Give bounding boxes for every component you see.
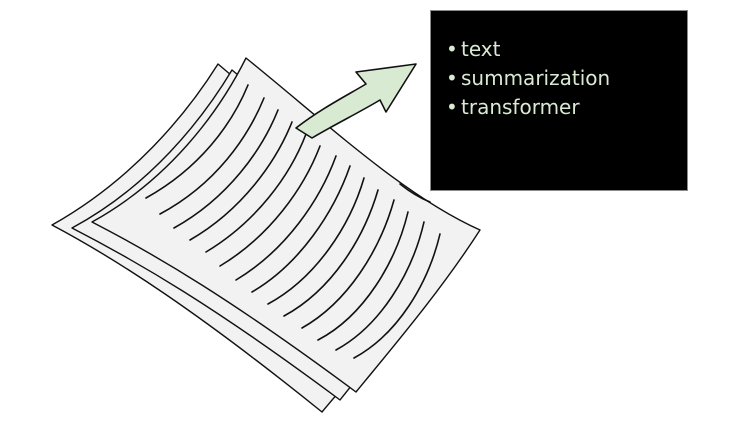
document-stack-icon	[51, 57, 481, 413]
keyword-item: transformer	[446, 93, 687, 122]
text-line	[189, 121, 293, 241]
keyword-item: summarization	[446, 64, 687, 93]
document-page-front	[91, 57, 481, 393]
text-line	[145, 84, 249, 199]
text-line	[219, 145, 321, 267]
text-line	[353, 233, 441, 359]
text-line	[235, 155, 337, 281]
text-line	[399, 183, 431, 203]
keyword-item: text	[446, 35, 687, 64]
text-line	[267, 177, 365, 305]
text-line	[301, 199, 395, 329]
curved-arrow-icon	[295, 63, 417, 139]
text-line	[251, 165, 351, 293]
text-line	[173, 109, 279, 229]
document-text-lines	[145, 84, 441, 359]
keyword-list: text summarization transformer	[431, 11, 687, 122]
text-line	[283, 189, 379, 317]
text-line	[205, 133, 307, 253]
text-line	[159, 97, 265, 215]
text-line	[335, 221, 425, 351]
text-line	[317, 211, 409, 341]
summary-box: text summarization transformer	[430, 10, 688, 191]
